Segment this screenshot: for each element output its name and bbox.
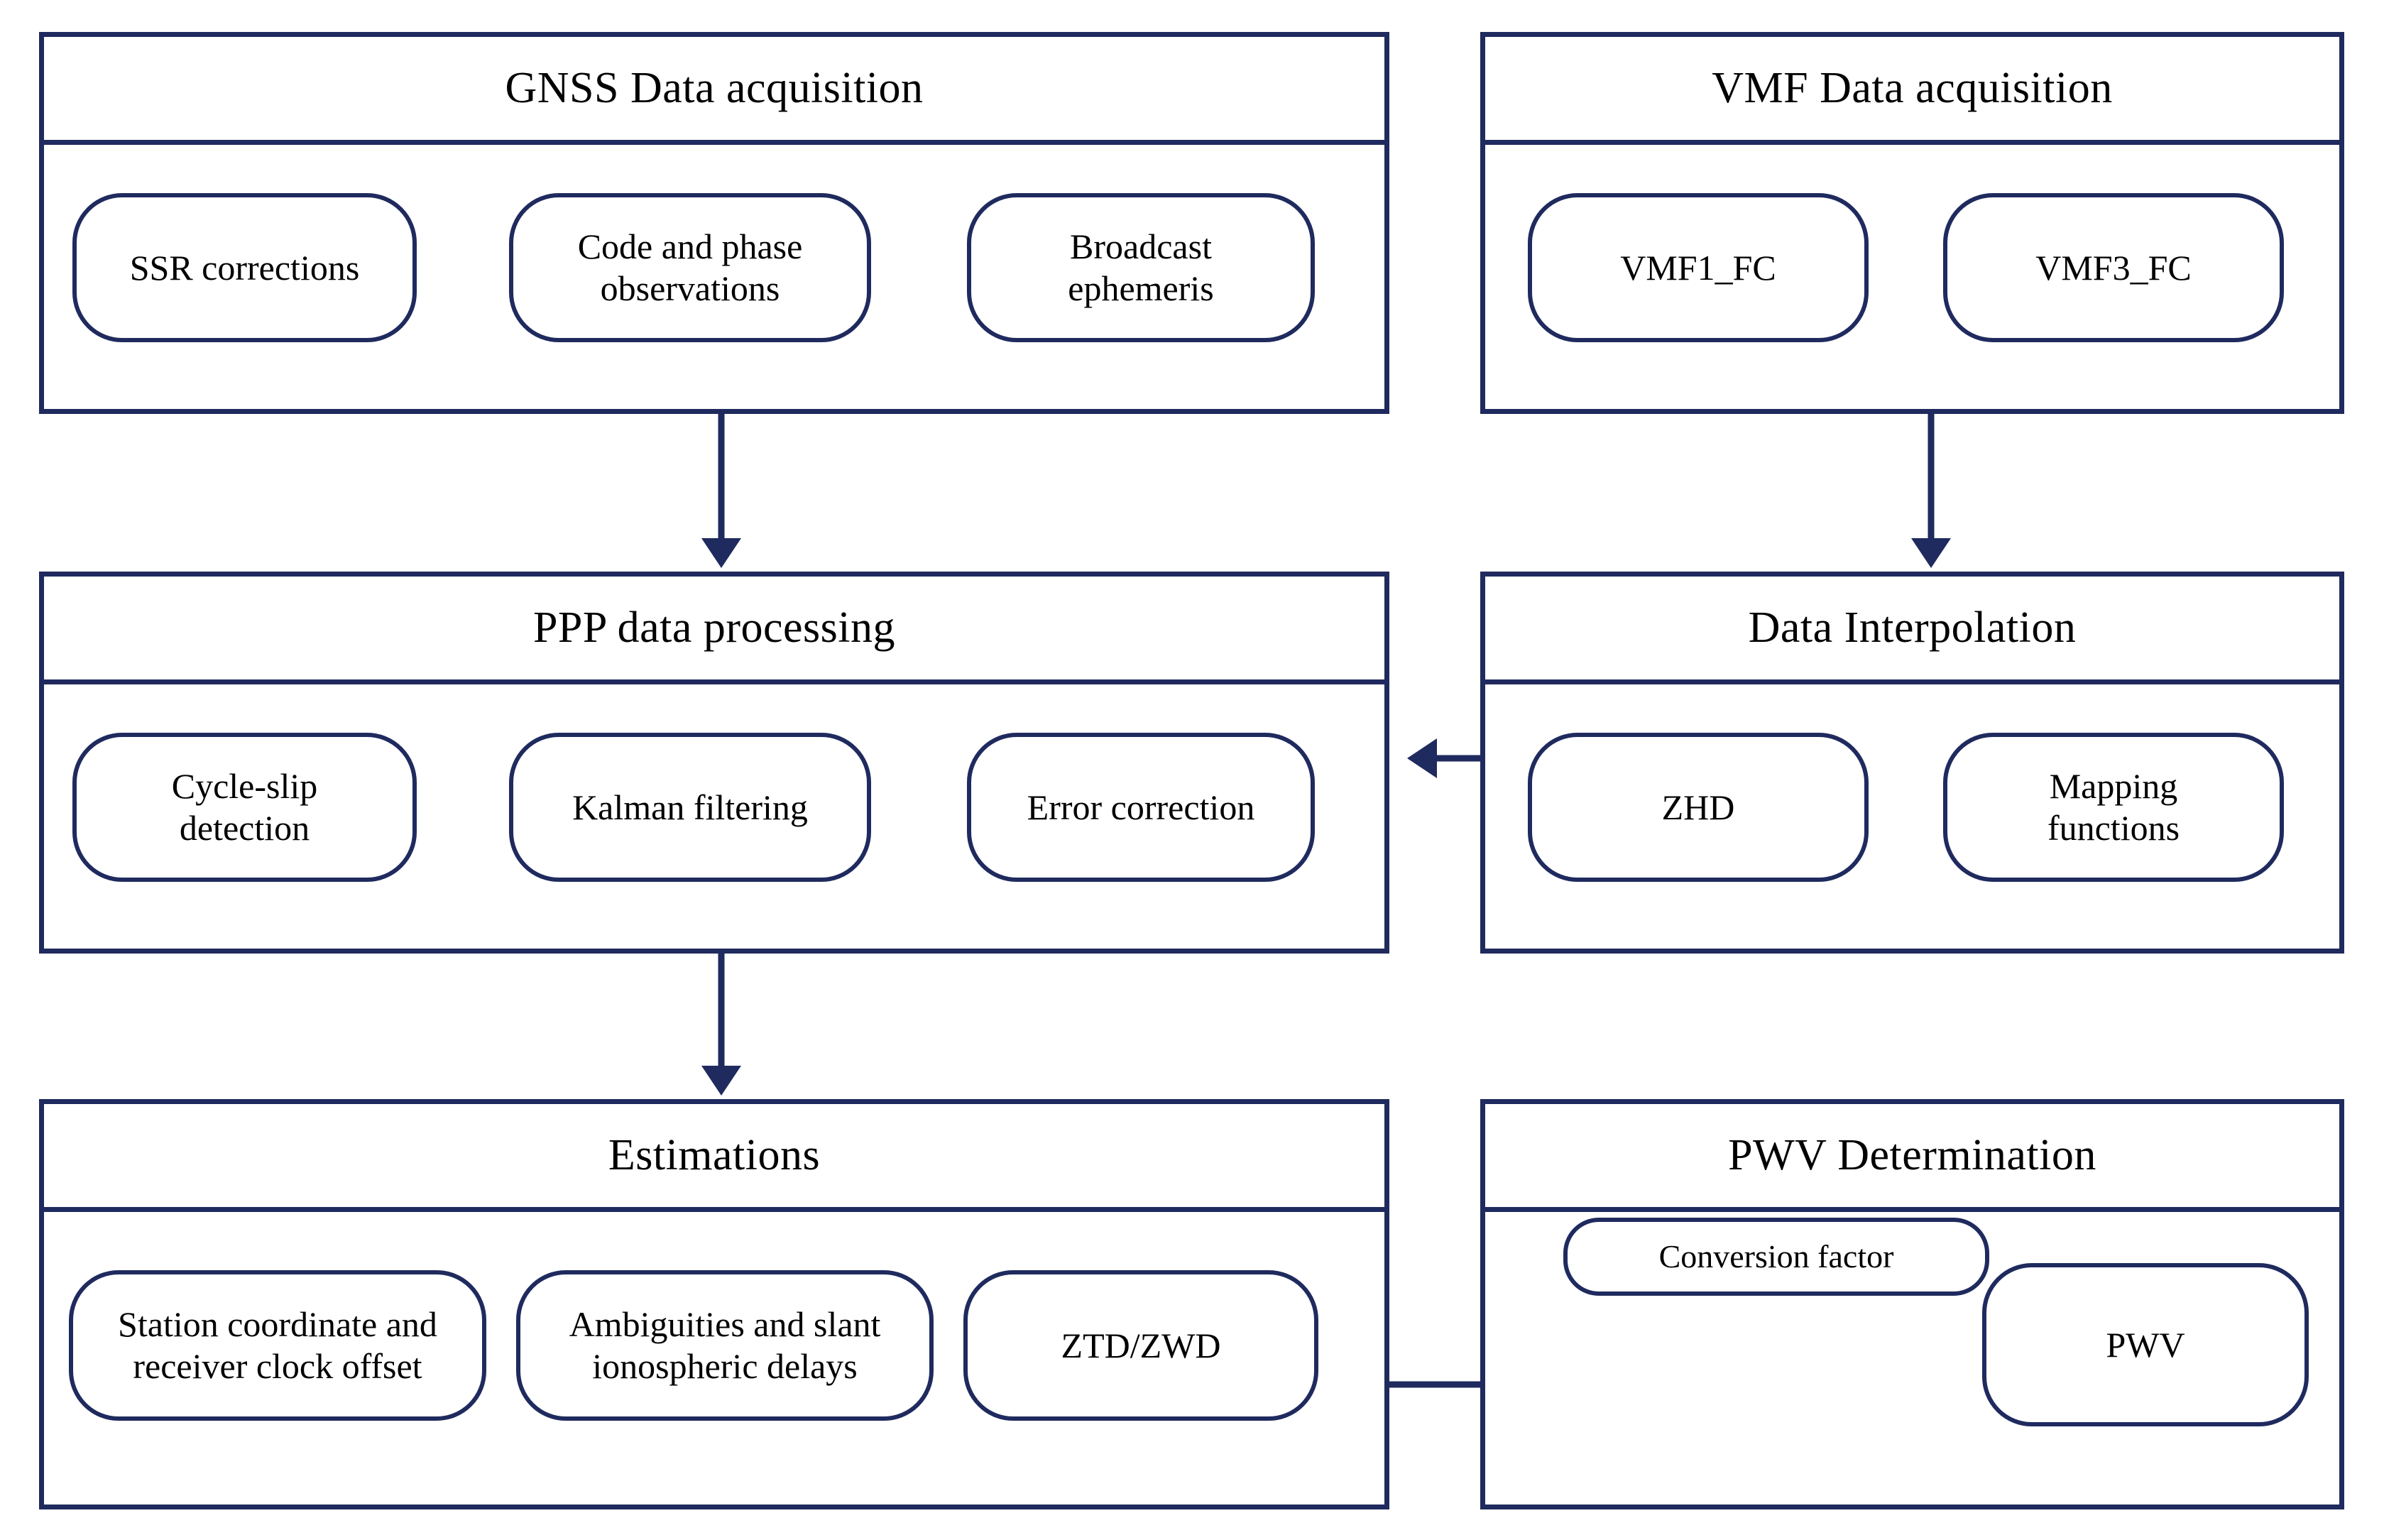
node-zhd-label: ZHD [1661,787,1735,827]
panel-gnss-title: GNSS Data acquisition [505,64,924,113]
node-vmf1-fc-label: VMF1_FC [1620,247,1776,288]
node-error-correction[interactable]: Error correction [967,733,1315,882]
panel-pwv-determination: PWV Determination Conversion factor PWV [1480,1099,2344,1509]
node-mapping-functions[interactable]: Mapping functions [1943,733,2284,882]
panel-data-interpolation-header: Data Interpolation [1485,577,2339,684]
node-station-coordinate-receiver-clock-offset[interactable]: Station coordinate and receiver clock of… [69,1270,486,1421]
node-kalman-filtering[interactable]: Kalman filtering [509,733,871,882]
panel-pwv-determination-title: PWV Determination [1728,1131,2096,1180]
panel-data-interpolation-title: Data Interpolation [1748,604,2077,652]
arrow-gnss-to-ppp [701,414,741,568]
node-broadcast-ephemeris[interactable]: Broadcast ephemeris [967,193,1315,342]
node-zhd[interactable]: ZHD [1528,733,1869,882]
node-ssr-corrections[interactable]: SSR corrections [72,193,417,342]
node-conversion-factor-label: Conversion factor [1658,1238,1894,1274]
node-error-correction-label: Error correction [1027,787,1255,827]
panel-vmf-title: VMF Data acquisition [1712,64,2113,113]
arrow-interpolation-to-ppp [1407,738,1480,778]
node-code-and-phase-observations[interactable]: Code and phase observations [509,193,871,342]
node-kalman-filtering-label: Kalman filtering [572,787,808,827]
node-vmf3-fc[interactable]: VMF3_FC [1943,193,2284,342]
arrow-ppp-to-estimations [701,954,741,1096]
panel-estimations: Estimations Station coordinate and recei… [39,1099,1389,1509]
panel-gnss-header: GNSS Data acquisition [44,37,1384,145]
node-cycle-slip-detection-label: Cycle-slip detection [171,766,318,848]
arrow-vmf-to-interpolation [1911,414,1951,568]
panel-ppp-data-processing: PPP data processing Cycle-slip detection… [39,572,1389,954]
node-code-and-phase-observations-label: Code and phase observations [577,226,803,308]
node-ambiguities-and-slant-ionospheric-delays[interactable]: Ambiguities and slant ionospheric delays [516,1270,934,1421]
node-conversion-factor[interactable]: Conversion factor [1563,1218,1989,1296]
node-ztd-zwd-label: ZTD/ZWD [1061,1325,1221,1365]
panel-vmf-header: VMF Data acquisition [1485,37,2339,145]
panel-ppp-header: PPP data processing [44,577,1384,684]
node-ztd-zwd[interactable]: ZTD/ZWD [963,1270,1318,1421]
node-vmf3-fc-label: VMF3_FC [2035,247,2192,288]
node-ssr-corrections-label: SSR corrections [129,247,360,288]
node-vmf1-fc[interactable]: VMF1_FC [1528,193,1869,342]
panel-estimations-header: Estimations [44,1104,1384,1212]
panel-pwv-determination-body: Conversion factor PWV [1485,1212,2339,1509]
node-station-coordinate-receiver-clock-offset-label: Station coordinate and receiver clock of… [118,1304,437,1386]
node-mapping-functions-label: Mapping functions [2047,766,2180,848]
panel-estimations-title: Estimations [608,1131,821,1180]
panel-estimations-body: Station coordinate and receiver clock of… [44,1212,1384,1509]
panel-data-interpolation: Data Interpolation ZHD Mapping functions [1480,572,2344,954]
node-cycle-slip-detection[interactable]: Cycle-slip detection [72,733,417,882]
panel-ppp-title: PPP data processing [532,604,896,652]
node-pwv[interactable]: PWV [1982,1263,2309,1426]
panel-data-interpolation-body: ZHD Mapping functions [1485,684,2339,954]
panel-vmf-body: VMF1_FC VMF3_FC [1485,145,2339,414]
panel-pwv-determination-header: PWV Determination [1485,1104,2339,1212]
panel-vmf-data-acquisition: VMF Data acquisition VMF1_FC VMF3_FC [1480,32,2344,414]
node-ambiguities-and-slant-ionospheric-delays-label: Ambiguities and slant ionospheric delays [569,1304,881,1386]
node-broadcast-ephemeris-label: Broadcast ephemeris [1068,226,1214,308]
panel-gnss-data-acquisition: GNSS Data acquisition SSR corrections Co… [39,32,1389,414]
panel-ppp-body: Cycle-slip detection Kalman filtering Er… [44,684,1384,954]
node-pwv-label: PWV [2106,1324,2185,1365]
panel-gnss-body: SSR corrections Code and phase observati… [44,145,1384,414]
